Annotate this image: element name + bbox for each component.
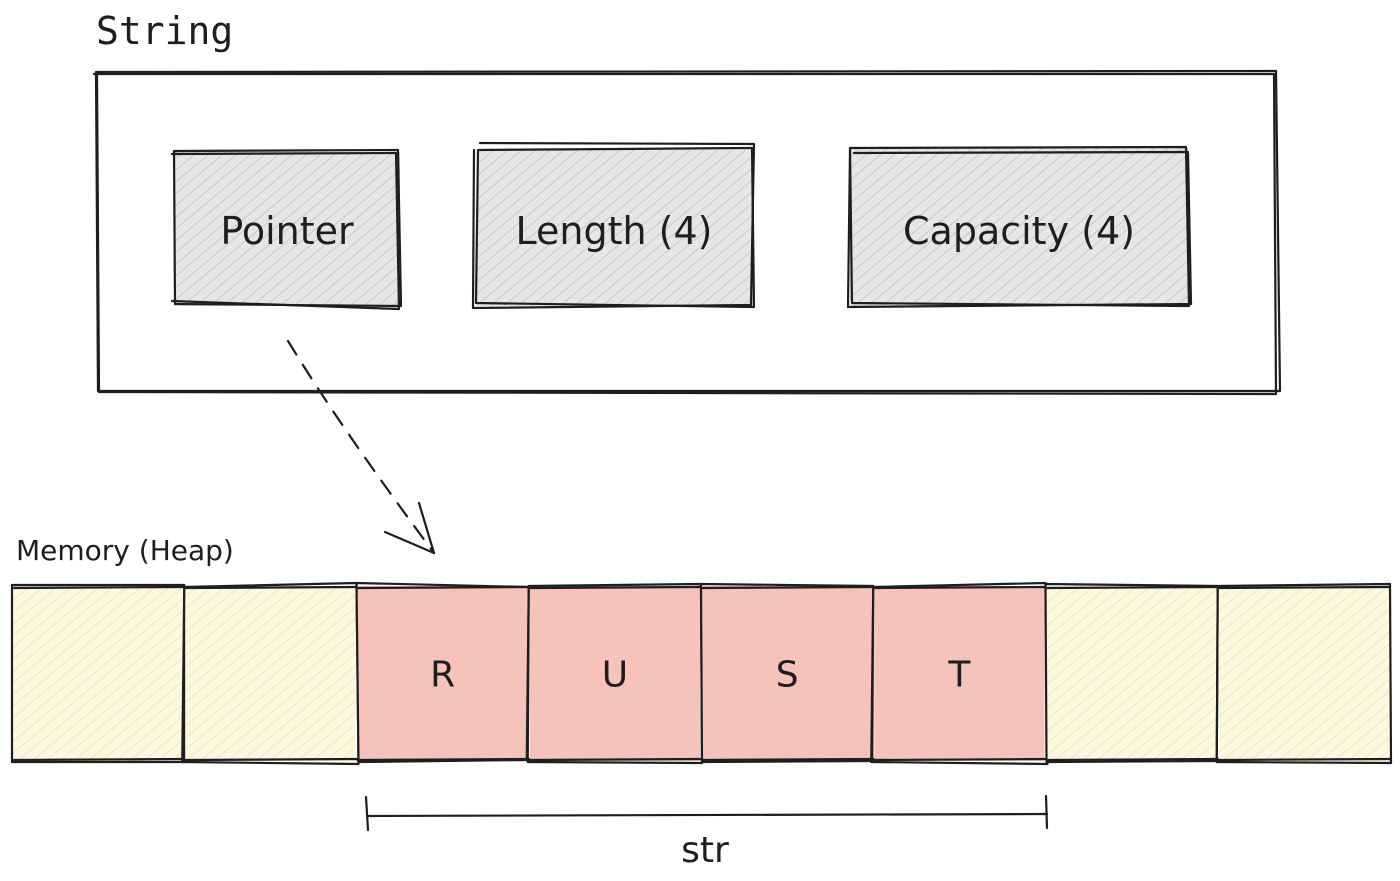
memory-cell-empty [1215,582,1393,765]
memory-label: Memory (Heap) [16,534,234,567]
memory-cell-outline-sketch [1045,585,1220,762]
capacity-field: Capacity (4) [846,145,1193,309]
memory-cell-outline-sketch [184,585,359,762]
memory-cell-fill [185,586,356,761]
memory-cell-outline-sketch [873,585,1048,762]
memory-cell-letter: T [947,655,971,696]
memory-cell-fill [1218,586,1389,761]
memory-cell-used: U [526,582,704,765]
memory-cell-letter: U [602,655,628,696]
capacity-field-label: Capacity (4) [903,209,1135,253]
memory-cell-outline-sketch [700,585,876,762]
memory-cell-outline-sketch [1217,585,1393,762]
string-title: String [96,9,233,53]
memory-cell-outline [181,581,360,766]
memory-cell-fill [529,586,700,761]
memory-cell-used: S [699,582,876,764]
pointer-field-label: Pointer [220,209,354,253]
memory-cell-letter: R [430,655,455,696]
memory-cell-used: R [355,581,531,764]
memory-cell-outline [870,581,1049,766]
memory-cell-empty [1044,582,1220,764]
length-field-label: Length (4) [516,209,713,253]
memory-cell-outline-sketch [356,585,531,762]
memory-cell-fill [702,586,873,761]
memory-cell-outline-sketch [11,585,187,762]
pointer-field: Pointer [170,148,403,311]
memory-cell-fill [874,586,1045,761]
memory-cell-fill [1046,586,1217,761]
memory-cell-empty [181,581,360,766]
memory-cell-fill [357,586,528,761]
memory-cell-outline [1215,582,1393,765]
memory-cell-fill [13,586,184,761]
string-struct-box [92,69,1282,396]
length-field: Length (4) [471,141,756,310]
str-label: str [681,830,729,871]
memory-cell-empty [10,583,187,764]
memory-cell-outline-sketch [528,585,704,762]
str-bracket [364,794,1049,832]
pointer-arrow [286,339,436,555]
memory-cell-used: T [870,581,1049,766]
memory-cell-letter: S [776,655,799,696]
